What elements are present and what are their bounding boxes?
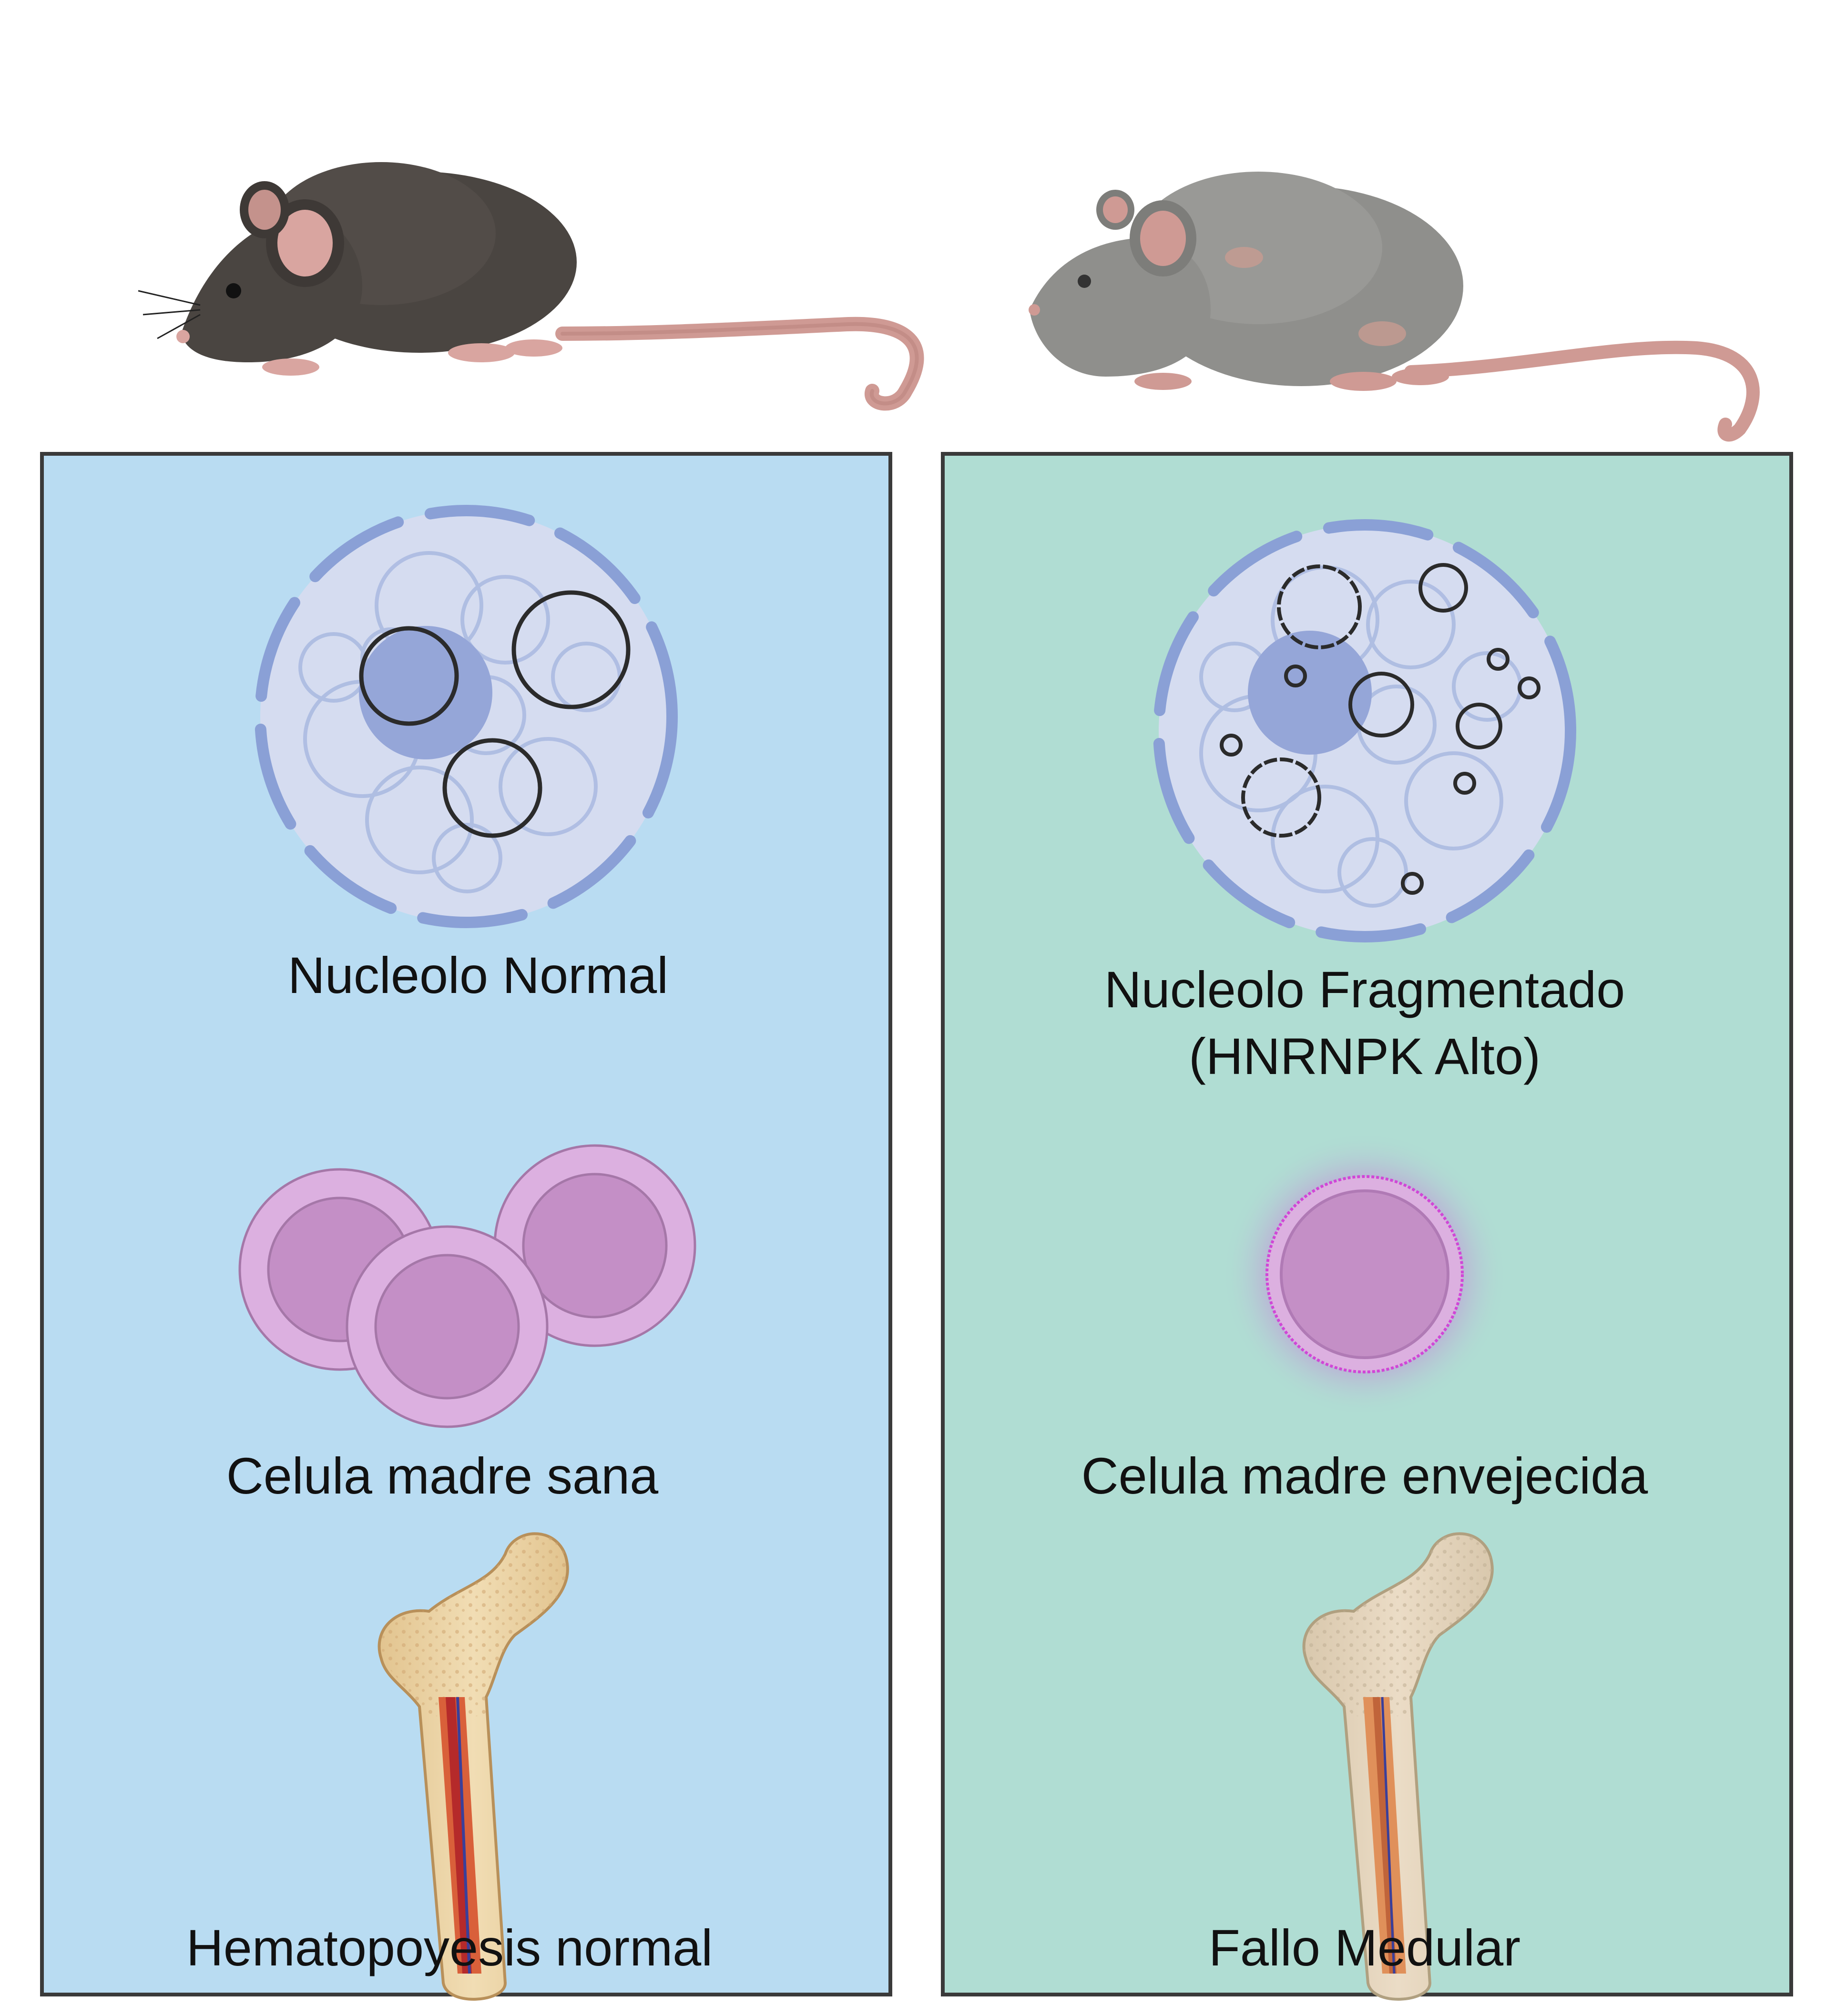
hnrnpk-high-label: (HNRNPK Alto): [1189, 1027, 1540, 1085]
young-mouse-icon: [138, 162, 924, 411]
marrow-failure-label: Fallo Medular: [1209, 1919, 1520, 1976]
normal-nucleolus-label: Nucleolo Normal: [288, 946, 668, 1004]
normal-hematopoiesis-label: Hematopoyesis normal: [186, 1919, 713, 1976]
failing-femur-icon: [1302, 1532, 1494, 2001]
old-mouse-icon: [1029, 172, 1760, 442]
healthy-stem-cell-label: Celula madre sana: [226, 1447, 659, 1504]
healthy-stem-cells-icon: [238, 1144, 696, 1428]
normal-nucleus-icon: [255, 505, 678, 928]
fragmented-nucleolus-label: Nucleolo Fragmentado: [1104, 961, 1625, 1018]
aged-stem-cell-label: Celula madre envejecida: [1081, 1447, 1649, 1504]
healthy-femur-icon: [377, 1532, 569, 2001]
aged-stem-cell-icon: [1222, 1131, 1508, 1417]
fragmented-nucleus-icon: [1153, 519, 1576, 942]
